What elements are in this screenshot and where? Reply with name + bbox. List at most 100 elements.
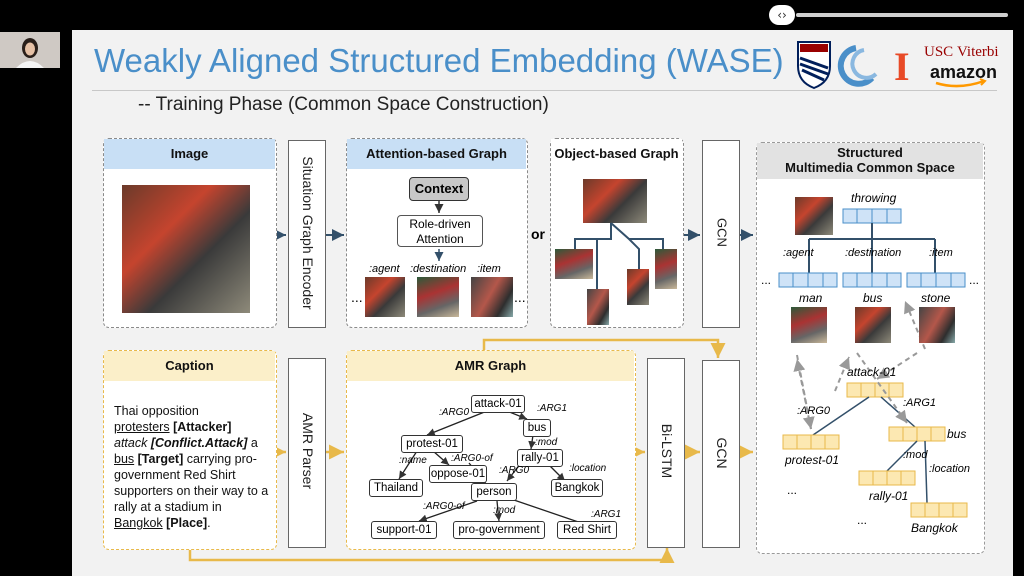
caption-panel-header: Caption: [104, 351, 275, 381]
common-space-graph: [778, 208, 968, 518]
amr-node-rally: rally-01: [517, 449, 563, 467]
amr-node-oppose: oppose-01: [429, 465, 487, 483]
cs-ellipsis-right: ...: [969, 273, 980, 287]
object-graph-panel: Object-based Graph: [550, 138, 684, 328]
caption-text: Thai opposition protesters [Attacker] at…: [114, 403, 274, 531]
amr-node-thailand: Thailand: [369, 479, 423, 497]
object-graph-edges: [574, 222, 664, 289]
object-root-photo: [583, 179, 647, 223]
amr-edge-arg0b: :ARG0: [499, 465, 530, 476]
cs-agent: :agent: [783, 247, 814, 259]
caption-tag-target: [Target]: [137, 452, 184, 466]
situation-graph-encoder-box: Situation Graph Encoder: [288, 140, 326, 328]
amr-edge-name: :name: [399, 455, 427, 466]
object-crop-4: [655, 249, 677, 289]
gcn-top-label: GCN: [714, 218, 730, 247]
amr-node-redshirt: Red Shirt: [557, 521, 617, 539]
situation-graph-encoder-label: Situation Graph Encoder: [300, 156, 316, 310]
gcn-bottom-label: GCN: [714, 437, 730, 469]
attention-crop-agent: [365, 277, 405, 317]
amr-edge-arg1: :ARG1: [537, 403, 568, 414]
amr-node-person: person: [471, 483, 517, 501]
amr-edge-location: :location: [569, 463, 607, 474]
common-space-panel: Structured Multimedia Common Space: [756, 142, 985, 554]
caption-bus: bus: [114, 452, 135, 466]
cs-ellipsis-bottom-mid: ...: [857, 513, 868, 527]
amr-parser-label: AMR Parser: [300, 412, 316, 490]
amr-node-progov: pro-government: [453, 521, 545, 539]
slide: Weakly Aligned Structured Embedding (WAS…: [72, 30, 1013, 576]
bilstm-label: Bi-LSTM: [659, 423, 675, 479]
caption-tag-place: [Place]: [166, 516, 208, 530]
slide-title: Weakly Aligned Structured Embedding (WAS…: [94, 42, 784, 79]
cs-arg1: :ARG1: [903, 397, 937, 409]
illinois-logo: I: [894, 44, 910, 89]
role-destination-label: :destination: [410, 263, 467, 275]
object-crop-2: [587, 289, 609, 325]
cs-man: man: [799, 291, 823, 305]
role-item-label: :item: [477, 263, 501, 275]
amr-node-attack: attack-01: [471, 395, 525, 413]
penn-logo: [797, 41, 831, 90]
logos: I USC Viterbi amazon: [794, 38, 1009, 90]
cs-arg0: :ARG0: [797, 405, 831, 417]
or-label: or: [531, 226, 545, 242]
amr-graph-header: AMR Graph: [347, 351, 634, 381]
object-crop-1: [555, 249, 593, 279]
attention-crop-item: [471, 277, 513, 317]
cs-item: :item: [929, 247, 953, 259]
caption-tag-conflict: [Conflict.Attack]: [150, 436, 248, 450]
object-graph-header: Object-based Graph: [551, 139, 682, 169]
common-space-title-line1: Structured: [837, 145, 903, 160]
caption-rest: government Red Shirt supporters on their…: [114, 468, 269, 514]
cs-throwing: throwing: [851, 191, 897, 205]
amr-parser-box: AMR Parser: [288, 358, 326, 548]
throwing-photo: [795, 197, 833, 235]
cs-location: :location: [929, 463, 970, 475]
amr-node-protest: protest-01: [401, 435, 463, 453]
bilstm-box: Bi-LSTM: [647, 358, 685, 548]
cs-bus2: bus: [947, 427, 967, 441]
gi-logo: [837, 45, 878, 87]
amr-node-support: support-01: [371, 521, 437, 539]
cs-destination: :destination: [845, 247, 902, 259]
title-divider: [92, 90, 997, 91]
cs-mod: :mod: [903, 449, 928, 461]
object-crop-3: [627, 269, 649, 305]
common-space-title-line2: Multimedia Common Space: [785, 160, 955, 175]
caption-carrying: carrying pro-: [186, 452, 257, 466]
attention-ellipsis-left: ...: [351, 289, 363, 305]
caption-tag-attacker: [Attacker]: [173, 420, 232, 434]
amr-edge-arg0: :ARG0: [439, 407, 470, 418]
svg-text:USC: USC: [924, 44, 953, 60]
cs-ellipsis-bottom-left: ...: [787, 483, 798, 497]
svg-text:Viterbi: Viterbi: [957, 44, 999, 60]
svg-text:I: I: [894, 44, 910, 89]
video-top-bar: ‹›: [0, 0, 1024, 30]
amr-node-bangkok: Bangkok: [551, 479, 603, 497]
usc-viterbi-logo: USC Viterbi: [924, 44, 999, 60]
protest-photo: [122, 185, 250, 313]
expand-icon[interactable]: ‹›: [769, 5, 795, 25]
amr-edge-arg0of2: :ARG0-of: [423, 501, 465, 512]
caption-bangkok: Bangkok: [114, 516, 163, 530]
caption-a: a: [250, 436, 258, 450]
bus-photo: [855, 307, 891, 343]
slide-subtitle: -- Training Phase (Common Space Construc…: [138, 94, 549, 115]
cs-attack: attack-01: [847, 365, 897, 379]
amr-edge-mod: :mod: [535, 437, 558, 448]
cs-stone: stone: [921, 291, 951, 305]
stone-photo: [919, 307, 955, 343]
common-space-header: Structured Multimedia Common Space: [757, 143, 983, 179]
amr-edge-arg1b: :ARG1: [591, 509, 622, 520]
attention-ellipsis-right: ...: [514, 289, 526, 305]
seek-bar[interactable]: [796, 13, 1008, 17]
caption-line1: Thai opposition: [114, 404, 199, 418]
context-node: Context: [409, 177, 469, 201]
attention-arrows: [434, 201, 444, 261]
image-panel: Image: [103, 138, 277, 328]
amr-graph-panel: AMR Graph attack-01 :ARG0 :ARG1 protest-…: [346, 350, 636, 550]
cs-bangkok: Bangkok: [911, 521, 958, 535]
attention-graph-panel: Attention-based Graph Context Role-drive…: [346, 138, 528, 328]
attention-crop-destination: [417, 277, 459, 317]
